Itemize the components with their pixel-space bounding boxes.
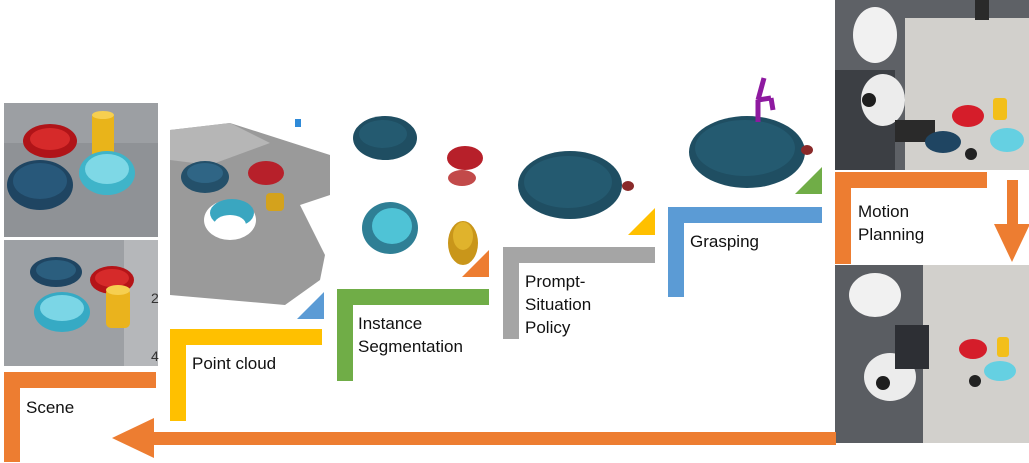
scene-label: Scene — [26, 398, 75, 417]
policy-bar-vertical — [503, 247, 519, 339]
grasping-bar-vertical — [668, 207, 684, 297]
policy-corner-marker — [628, 208, 655, 235]
motion-bar-vertical — [835, 172, 851, 264]
scene-bar-vertical — [4, 372, 20, 462]
grasping-bar-horizontal — [668, 207, 822, 223]
scene-bar-horizontal — [4, 372, 156, 388]
point-cloud-image — [170, 105, 330, 325]
scene-photo-bottom — [4, 240, 158, 366]
robot-photo-bottom — [835, 265, 1029, 443]
point-cloud-bar-vertical — [170, 329, 186, 421]
segmentation-corner-marker — [462, 250, 489, 277]
instance-segmentation-image — [345, 108, 490, 278]
segmentation-bar-vertical — [337, 289, 353, 381]
motion-bar-horizontal — [835, 172, 987, 188]
point-cloud-label: Point cloud — [192, 354, 277, 373]
scene-marker-bottom: 4 — [151, 348, 159, 364]
gripper-icon — [755, 77, 776, 122]
segmentation-bar-horizontal — [337, 289, 489, 305]
arrow-left-icon — [112, 418, 836, 458]
grasping-label: Grasping — [690, 232, 759, 251]
point-cloud-bar-horizontal — [170, 329, 322, 345]
policy-bar-horizontal — [503, 247, 655, 263]
segmentation-label: Instance Segmentation — [358, 314, 463, 356]
scene-photo-top — [4, 103, 158, 237]
motion-planning-label: Motion Planning — [858, 202, 925, 244]
grasping-corner-marker — [795, 167, 822, 194]
point-cloud-corner-marker — [297, 292, 324, 319]
policy-bowl-image — [510, 140, 650, 235]
policy-label: Prompt- Situation Policy — [525, 272, 592, 337]
scene-marker-top: 2 — [151, 290, 159, 306]
arrow-down-icon — [994, 180, 1029, 262]
robot-photo-top — [835, 0, 1029, 170]
